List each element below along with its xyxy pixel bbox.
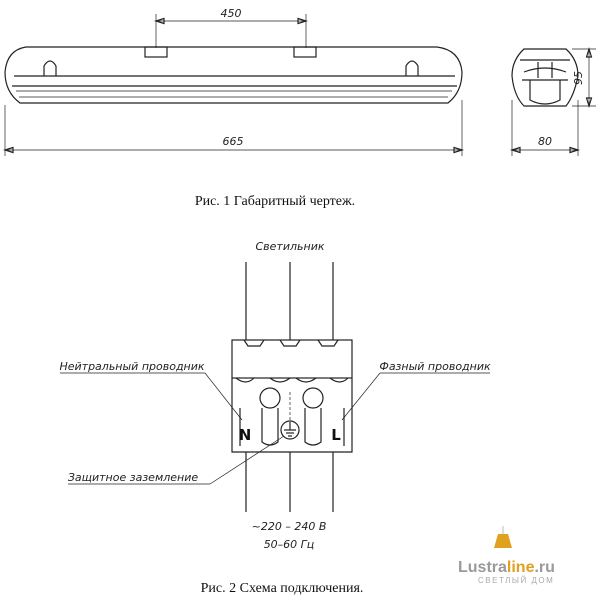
wires-lower — [245, 452, 334, 512]
supply-voltage: ~220 – 240 В — [252, 520, 327, 533]
terminal-block: N L — [231, 339, 353, 453]
watermark-logo: Lustraline.ru СВЕТЛЫЙ ДОМ — [458, 526, 555, 585]
fixture-side-view: 450 665 — [2, 7, 465, 156]
watermark-name: Lustraline.ru — [458, 559, 555, 576]
leader-phase: Фазный проводник — [341, 360, 491, 421]
fixture-end-view: 95 80 — [509, 46, 596, 156]
dim-height: 95 — [572, 71, 585, 85]
leader-ground: Защитное заземление — [68, 435, 285, 485]
terminal-neutral: N — [239, 426, 252, 444]
label-neutral-conductor: Нейтральный проводник — [59, 360, 204, 373]
lamp-icon — [494, 526, 512, 548]
figure-1-caption: Рис. 1 Габаритный чертеж. — [195, 194, 355, 209]
terminal-phase: L — [331, 426, 341, 444]
leader-neutral: Нейтральный проводник — [59, 360, 243, 421]
figure-2-caption: Рис. 2 Схема подключения. — [201, 581, 364, 596]
watermark-tagline: СВЕТЛЫЙ ДОМ — [478, 576, 554, 585]
label-protective-ground: Защитное заземление — [68, 471, 199, 484]
dim-length: 665 — [223, 135, 244, 148]
supply-frequency: 50–60 Гц — [264, 538, 315, 551]
dim-mount-spacing: 450 — [221, 7, 242, 20]
dim-width: 80 — [538, 135, 552, 148]
wires-upper — [245, 262, 334, 340]
label-phase-conductor: Фазный проводник — [379, 360, 491, 373]
label-fixture: Светильник — [256, 240, 325, 253]
